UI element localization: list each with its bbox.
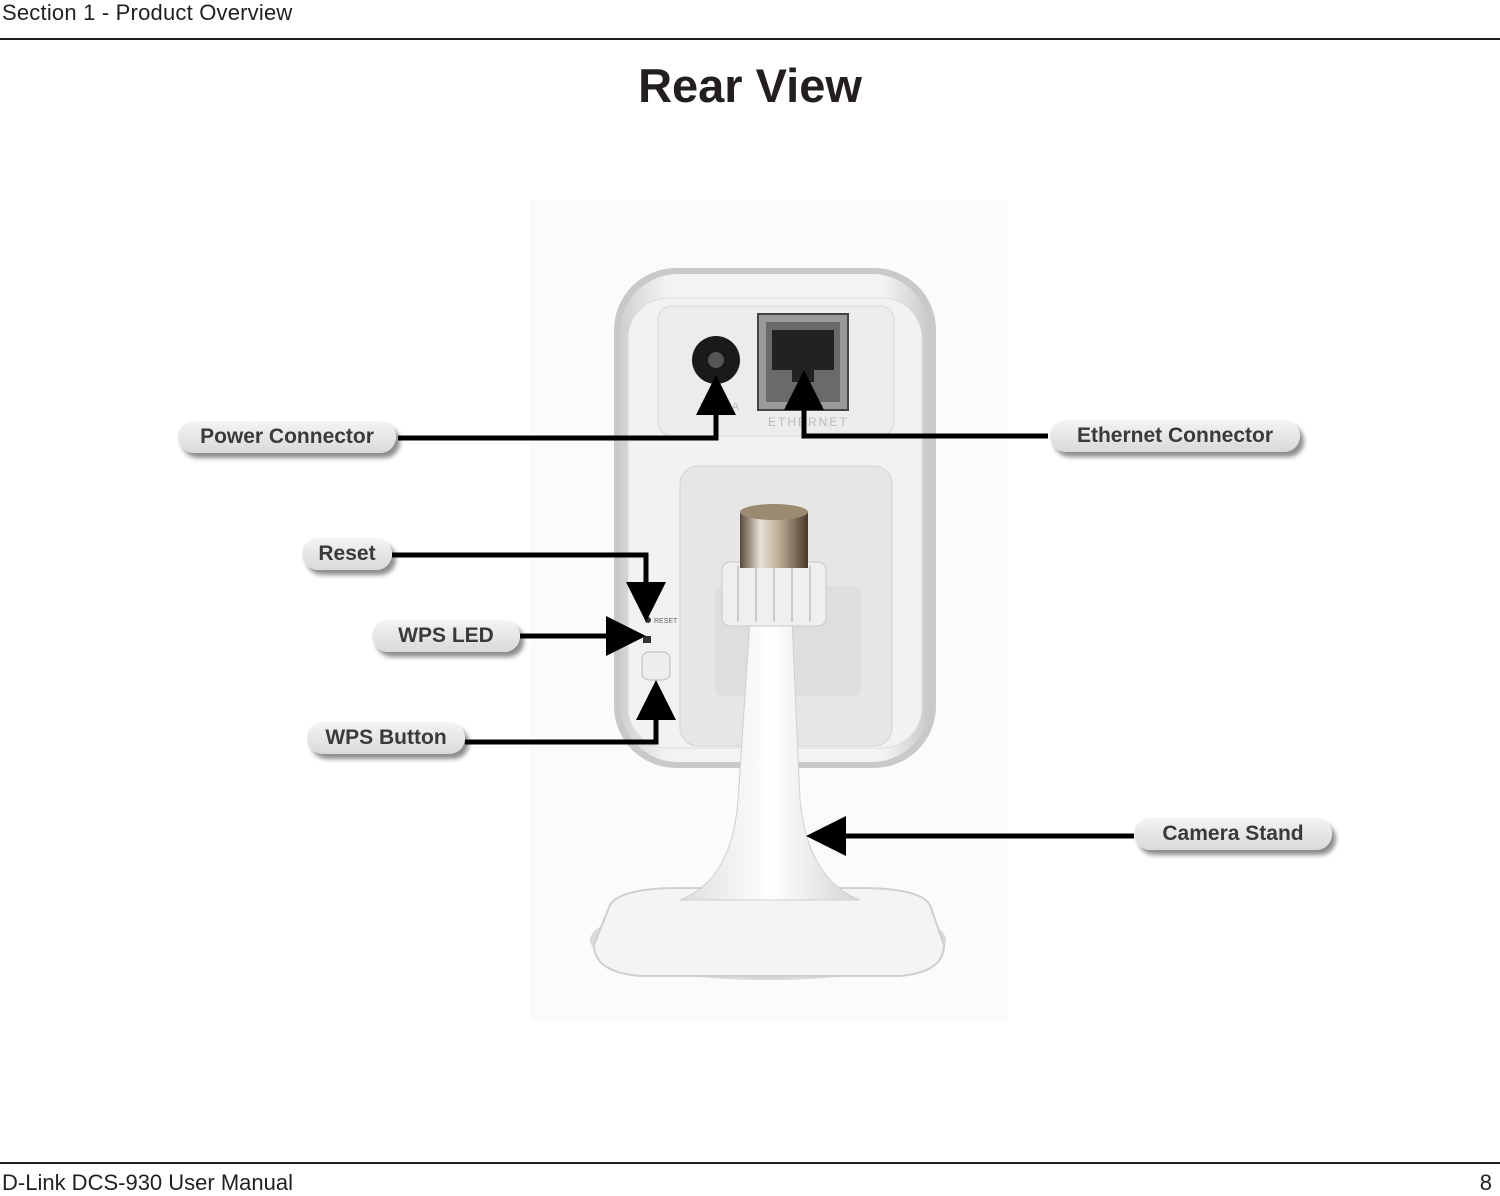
camera-stand-callout: Camera Stand	[1134, 818, 1332, 850]
section-header: Section 1 - Product Overview	[2, 0, 293, 25]
footer-manual-title: D-Link DCS-930 User Manual	[2, 1170, 293, 1195]
page-title: Rear View	[638, 59, 862, 112]
page-number: 8	[1479, 1170, 1492, 1195]
power-connector-callout: Power Connector	[178, 421, 396, 453]
ethernet-print: ETHERNET	[768, 415, 849, 429]
wps-led-callout: WPS LED	[372, 620, 520, 652]
wps-button-callout: WPS Button	[307, 722, 465, 754]
ethernet-connector-callout: Ethernet Connector	[1050, 420, 1300, 452]
leader-lines	[392, 370, 1134, 856]
camera-stand	[679, 504, 861, 901]
reset-callout: Reset	[302, 538, 392, 570]
footer-rule	[0, 1162, 1500, 1164]
header-rule	[0, 38, 1500, 40]
reset-print: RESET	[654, 618, 678, 625]
power-rating-print: 5V 1.2A	[700, 401, 740, 413]
camera-base	[590, 887, 946, 980]
